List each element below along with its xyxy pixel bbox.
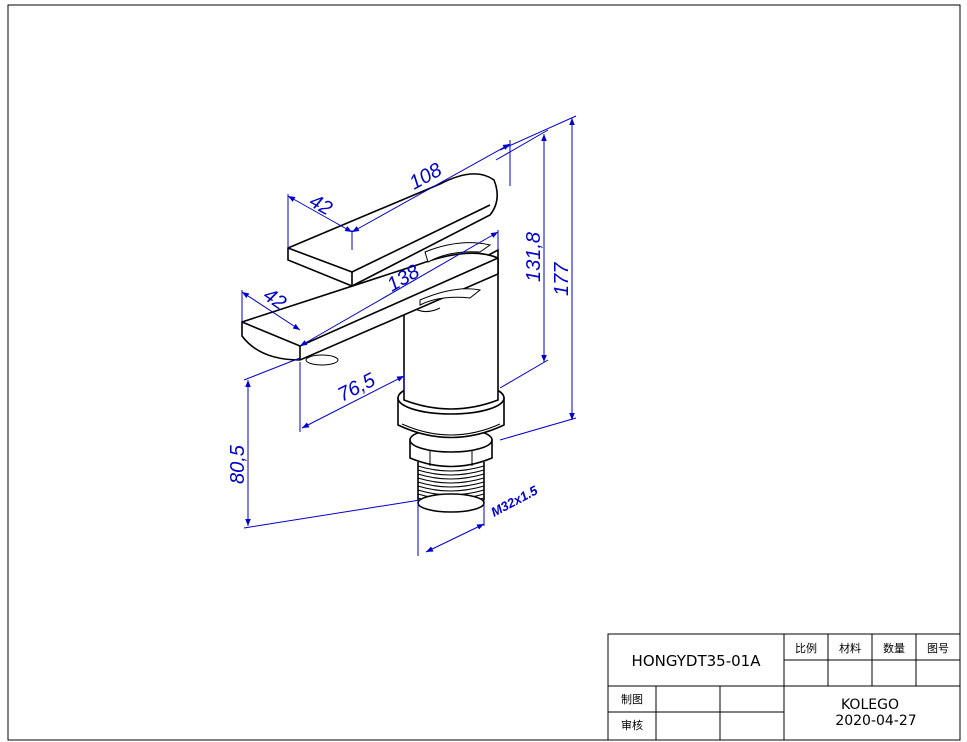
- dim-line-138: [299, 231, 499, 347]
- dim-line-42-spout: [241, 291, 301, 331]
- dim-line-42-top: [287, 195, 353, 233]
- dim-label-177: 177: [551, 262, 573, 296]
- dim-label-131-8: 131,8: [523, 232, 545, 282]
- label-scale: 比例: [795, 641, 817, 655]
- dim-label-76-5: 76,5: [334, 369, 379, 407]
- dimensions: [241, 115, 577, 556]
- dim-line-108: [351, 143, 511, 233]
- label-drawing-no: 图号: [927, 642, 949, 655]
- dim-line-76-5: [301, 375, 405, 429]
- threaded-shank: [417, 462, 485, 513]
- label-quantity: 数量: [883, 642, 905, 655]
- title-block: [607, 633, 961, 741]
- label-material: 材料: [839, 641, 861, 655]
- dim-line-thread: [425, 523, 485, 553]
- title-block-text: HONGYDT35-01A 比例 材料 数量 图号 制图 审核 KOLEGO 2…: [621, 641, 949, 732]
- label-drawn: 制图: [621, 693, 643, 706]
- label-checked: 审核: [621, 718, 643, 732]
- dim-label-thread: M32x1.5: [488, 482, 540, 519]
- company-name: KOLEGO: [841, 697, 899, 713]
- drawing-date: 2020-04-27: [835, 713, 916, 729]
- model-number: HONGYDT35-01A: [632, 652, 762, 670]
- dim-label-42-top: 42: [306, 190, 336, 220]
- sheet-border: [7, 4, 961, 741]
- faucet-drawing: [241, 173, 505, 513]
- dim-label-80-5: 80,5: [227, 444, 249, 484]
